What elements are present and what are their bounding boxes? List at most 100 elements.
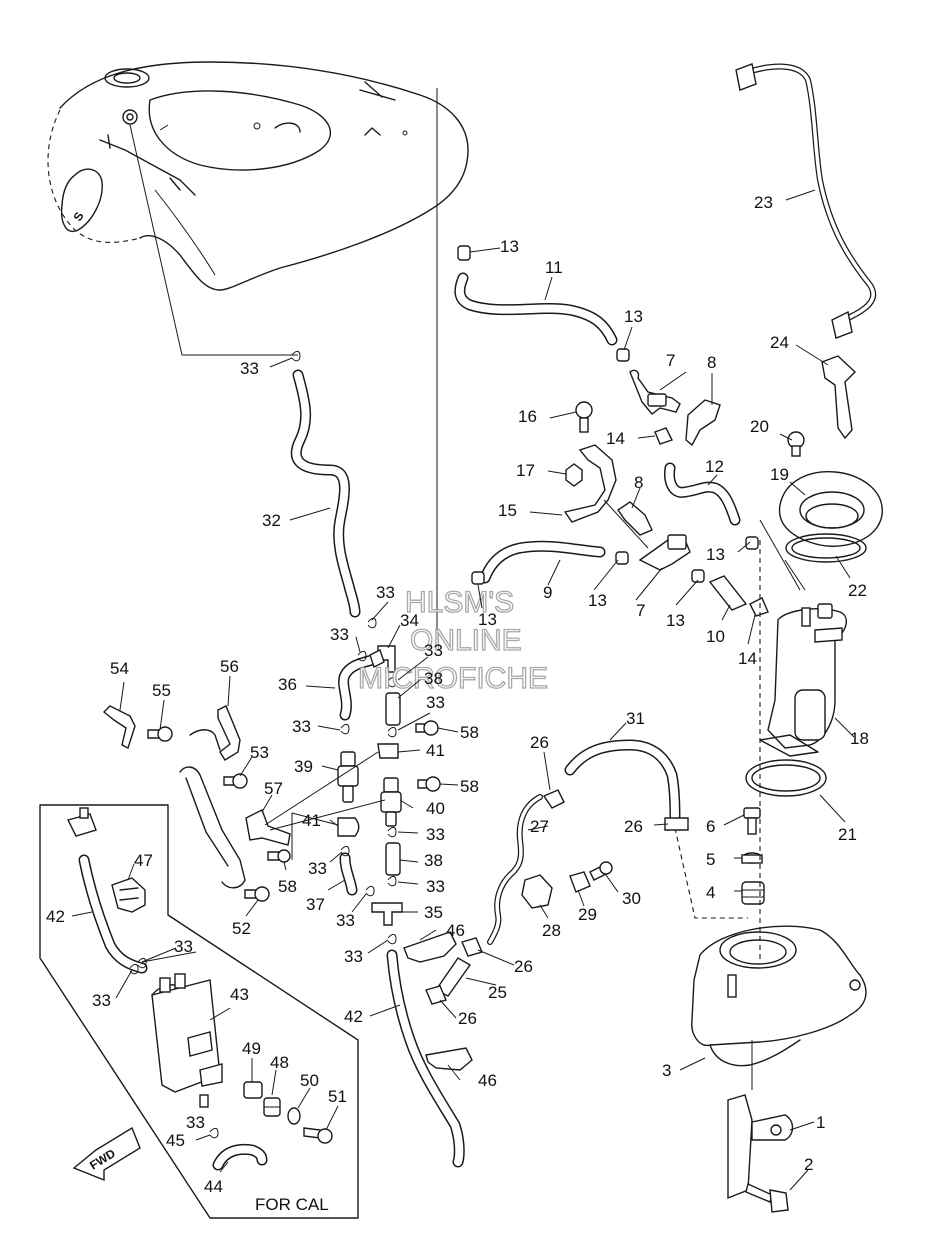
callout-20: 20 (750, 417, 769, 436)
bolt-6 (743, 807, 761, 835)
callout-33-e: 33 (426, 693, 445, 712)
callout-55: 55 (152, 681, 171, 700)
callout-13-a: 13 (500, 237, 519, 256)
hose-38-lower (385, 842, 401, 876)
callout-8-lower: 8 (634, 473, 643, 492)
callout-32: 32 (262, 511, 281, 530)
nut-17 (565, 463, 583, 487)
callout-33-l: 33 (174, 937, 193, 956)
callout-53: 53 (250, 743, 269, 762)
fuel-tank: S (47, 61, 469, 640)
injector-7-lower (638, 534, 691, 571)
damper-28 (521, 874, 553, 909)
gasket-22 (785, 533, 867, 563)
bolt-58-left (267, 849, 291, 863)
callout-13-c: 13 (588, 591, 607, 610)
bolt-58-upper (415, 720, 439, 736)
clamp-13-near-11 (616, 348, 630, 362)
callout-33-j: 33 (336, 911, 355, 930)
callout-10: 10 (706, 627, 725, 646)
svg-text:S: S (70, 210, 86, 224)
callout-4: 4 (706, 883, 715, 902)
callout-26-a: 26 (530, 733, 549, 752)
callout-41-upper: 41 (426, 741, 445, 760)
hose-38-upper (385, 692, 401, 726)
callout-46-upper: 46 (446, 921, 465, 940)
hose-37 (339, 852, 358, 896)
callout-9: 9 (543, 583, 552, 602)
callout-13-b: 13 (624, 307, 643, 326)
callout-33-n: 33 (186, 1113, 205, 1132)
bolt-20 (787, 431, 805, 457)
bracket-1 (727, 1094, 794, 1200)
callout-33-k: 33 (344, 947, 363, 966)
bolt-55 (147, 726, 173, 742)
callout-28: 28 (542, 921, 561, 940)
callout-33-a: 33 (240, 359, 259, 378)
clamp-13-top (457, 245, 471, 261)
callout-15: 15 (498, 501, 517, 520)
bracket-57 (245, 809, 291, 846)
callout-44: 44 (204, 1177, 223, 1196)
callout-23: 23 (754, 193, 773, 212)
callout-33-b: 33 (376, 583, 395, 602)
washer-50 (287, 1107, 301, 1125)
bracket-24 (821, 355, 857, 440)
fuel-pump-18 (759, 603, 847, 757)
callout-52: 52 (232, 919, 251, 938)
washer-5 (741, 852, 763, 864)
callout-21: 21 (838, 825, 857, 844)
bolt-30 (589, 861, 613, 881)
callout-2: 2 (804, 1155, 813, 1174)
callout-19: 19 (770, 465, 789, 484)
bolt-53 (223, 773, 248, 789)
callout-56: 56 (220, 657, 239, 676)
reference-lines-pump (759, 519, 806, 591)
hose-42 (386, 949, 465, 1168)
callout-33-f: 33 (292, 717, 311, 736)
callout-26-c: 26 (514, 957, 533, 976)
reference-lines-mid (603, 499, 649, 549)
callout-12: 12 (705, 457, 724, 476)
clamp-13-group (615, 536, 759, 583)
callout-3: 3 (662, 1061, 671, 1080)
valve-40 (380, 777, 402, 827)
callout-13-e: 13 (706, 545, 725, 564)
bolt-51 (303, 1127, 333, 1144)
callout-58-upper: 58 (460, 723, 479, 742)
tank-base-3 (691, 925, 867, 1067)
reference-lines-tank (674, 540, 761, 1090)
callout-51: 51 (328, 1087, 347, 1106)
grommet-4 (741, 881, 765, 905)
clamp-46-upper (403, 931, 457, 963)
clamps-33 (291, 350, 397, 945)
hose-11 (454, 272, 618, 346)
callout-30: 30 (622, 889, 641, 908)
callout-25: 25 (488, 983, 507, 1002)
bracket-cable-guide (179, 766, 246, 889)
breather-hose-32 (290, 369, 361, 618)
callout-8-upper: 8 (707, 353, 716, 372)
callout-5: 5 (706, 850, 715, 869)
bolt-2 (745, 1183, 789, 1213)
callout-46-lower: 46 (478, 1071, 497, 1090)
hose-42-inset (78, 854, 148, 974)
injector-7-upper (629, 369, 681, 415)
callout-14-lower: 14 (738, 649, 757, 668)
hose-12 (664, 462, 741, 526)
bracket-15 (563, 444, 617, 523)
hose-44 (212, 1143, 268, 1171)
callout-leaders (71, 189, 855, 1191)
callout-42-inset: 42 (46, 907, 65, 926)
callout-13-d: 13 (666, 611, 685, 630)
bracket-54 (102, 705, 136, 749)
callout-41-lower: 41 (302, 811, 321, 830)
callout-33-h: 33 (308, 859, 327, 878)
watermark-line-2: ONLINE (410, 624, 522, 657)
canister-43 (151, 973, 223, 1108)
callout-43: 43 (230, 985, 249, 1004)
callout-24: 24 (770, 333, 789, 352)
callout-33-m: 33 (92, 991, 111, 1010)
hose-9 (479, 540, 606, 584)
